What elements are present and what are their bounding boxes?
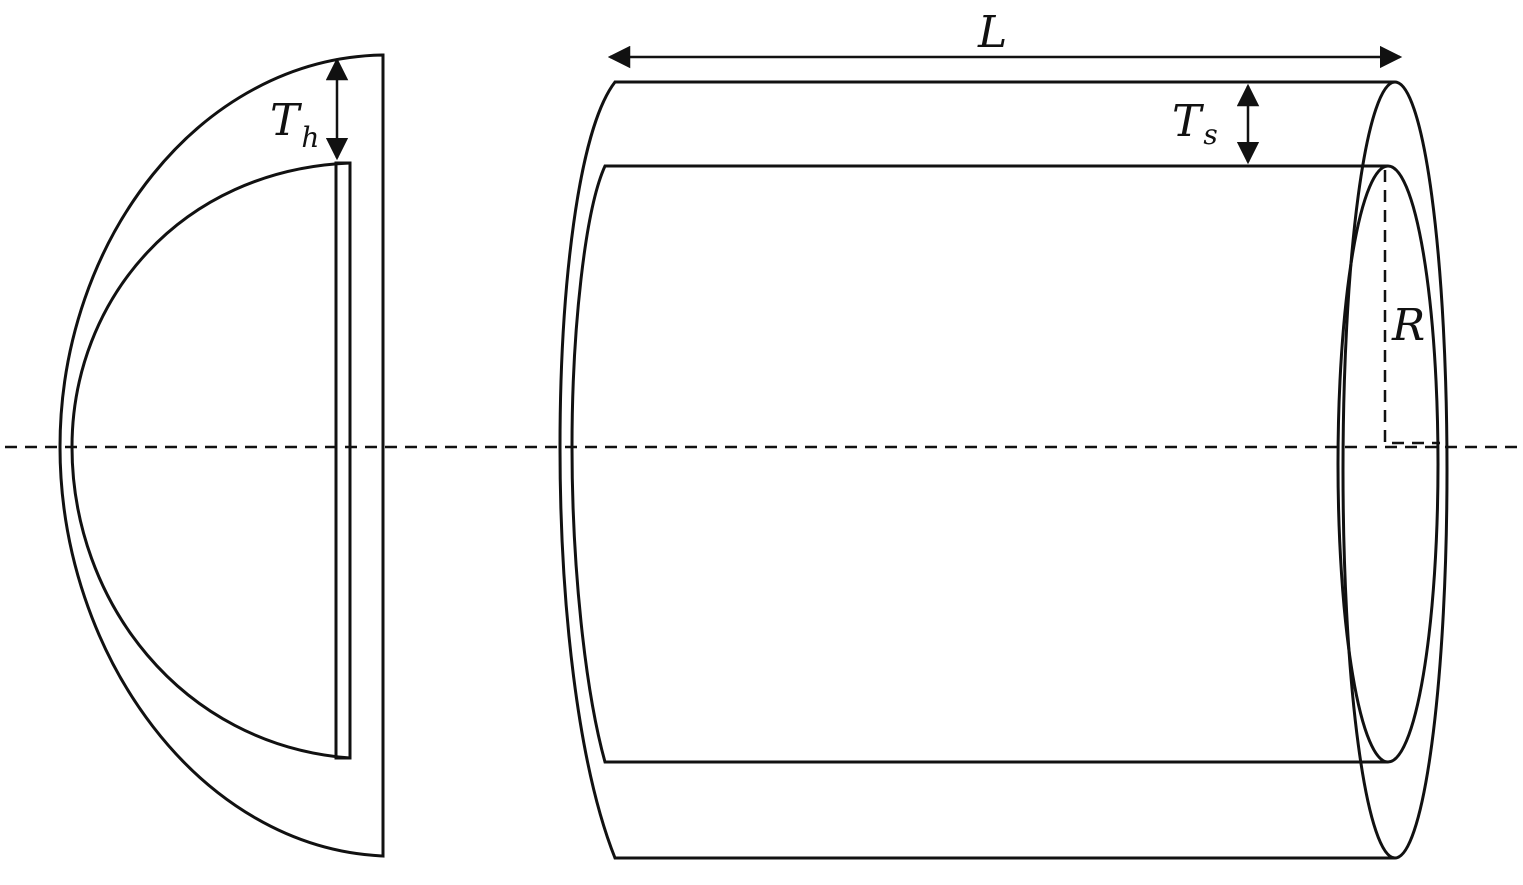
head-thickness-label: Th xyxy=(270,95,319,154)
head-thickness-dimension: Th xyxy=(270,57,349,161)
hemispherical-head xyxy=(58,53,385,858)
head-thickness-subscript: h xyxy=(301,121,319,154)
head-outer-surface xyxy=(58,53,385,858)
radius-line xyxy=(1383,170,1440,445)
shell-thickness-main: T xyxy=(1172,96,1205,147)
head-thickness-main: T xyxy=(270,95,303,146)
head-inner-surface xyxy=(70,161,351,760)
shell-end-outer-ellipse xyxy=(1341,80,1449,860)
cylindrical-shell xyxy=(558,80,1449,860)
shell-thickness-subscript: s xyxy=(1203,118,1217,151)
length-dimension: L xyxy=(607,7,1403,69)
radius-dimension: R xyxy=(1383,170,1440,445)
shell-end-inner-ellipse xyxy=(1336,164,1440,764)
shell-inner-surface xyxy=(570,164,1388,764)
shell-thickness-label: Ts xyxy=(1172,96,1218,151)
length-label: L xyxy=(977,7,1007,58)
head-flange-plate xyxy=(334,161,352,760)
shell-thickness-dimension: Ts xyxy=(1172,83,1260,165)
shell-outer-surface xyxy=(558,80,1395,860)
radius-label: R xyxy=(1391,300,1425,351)
